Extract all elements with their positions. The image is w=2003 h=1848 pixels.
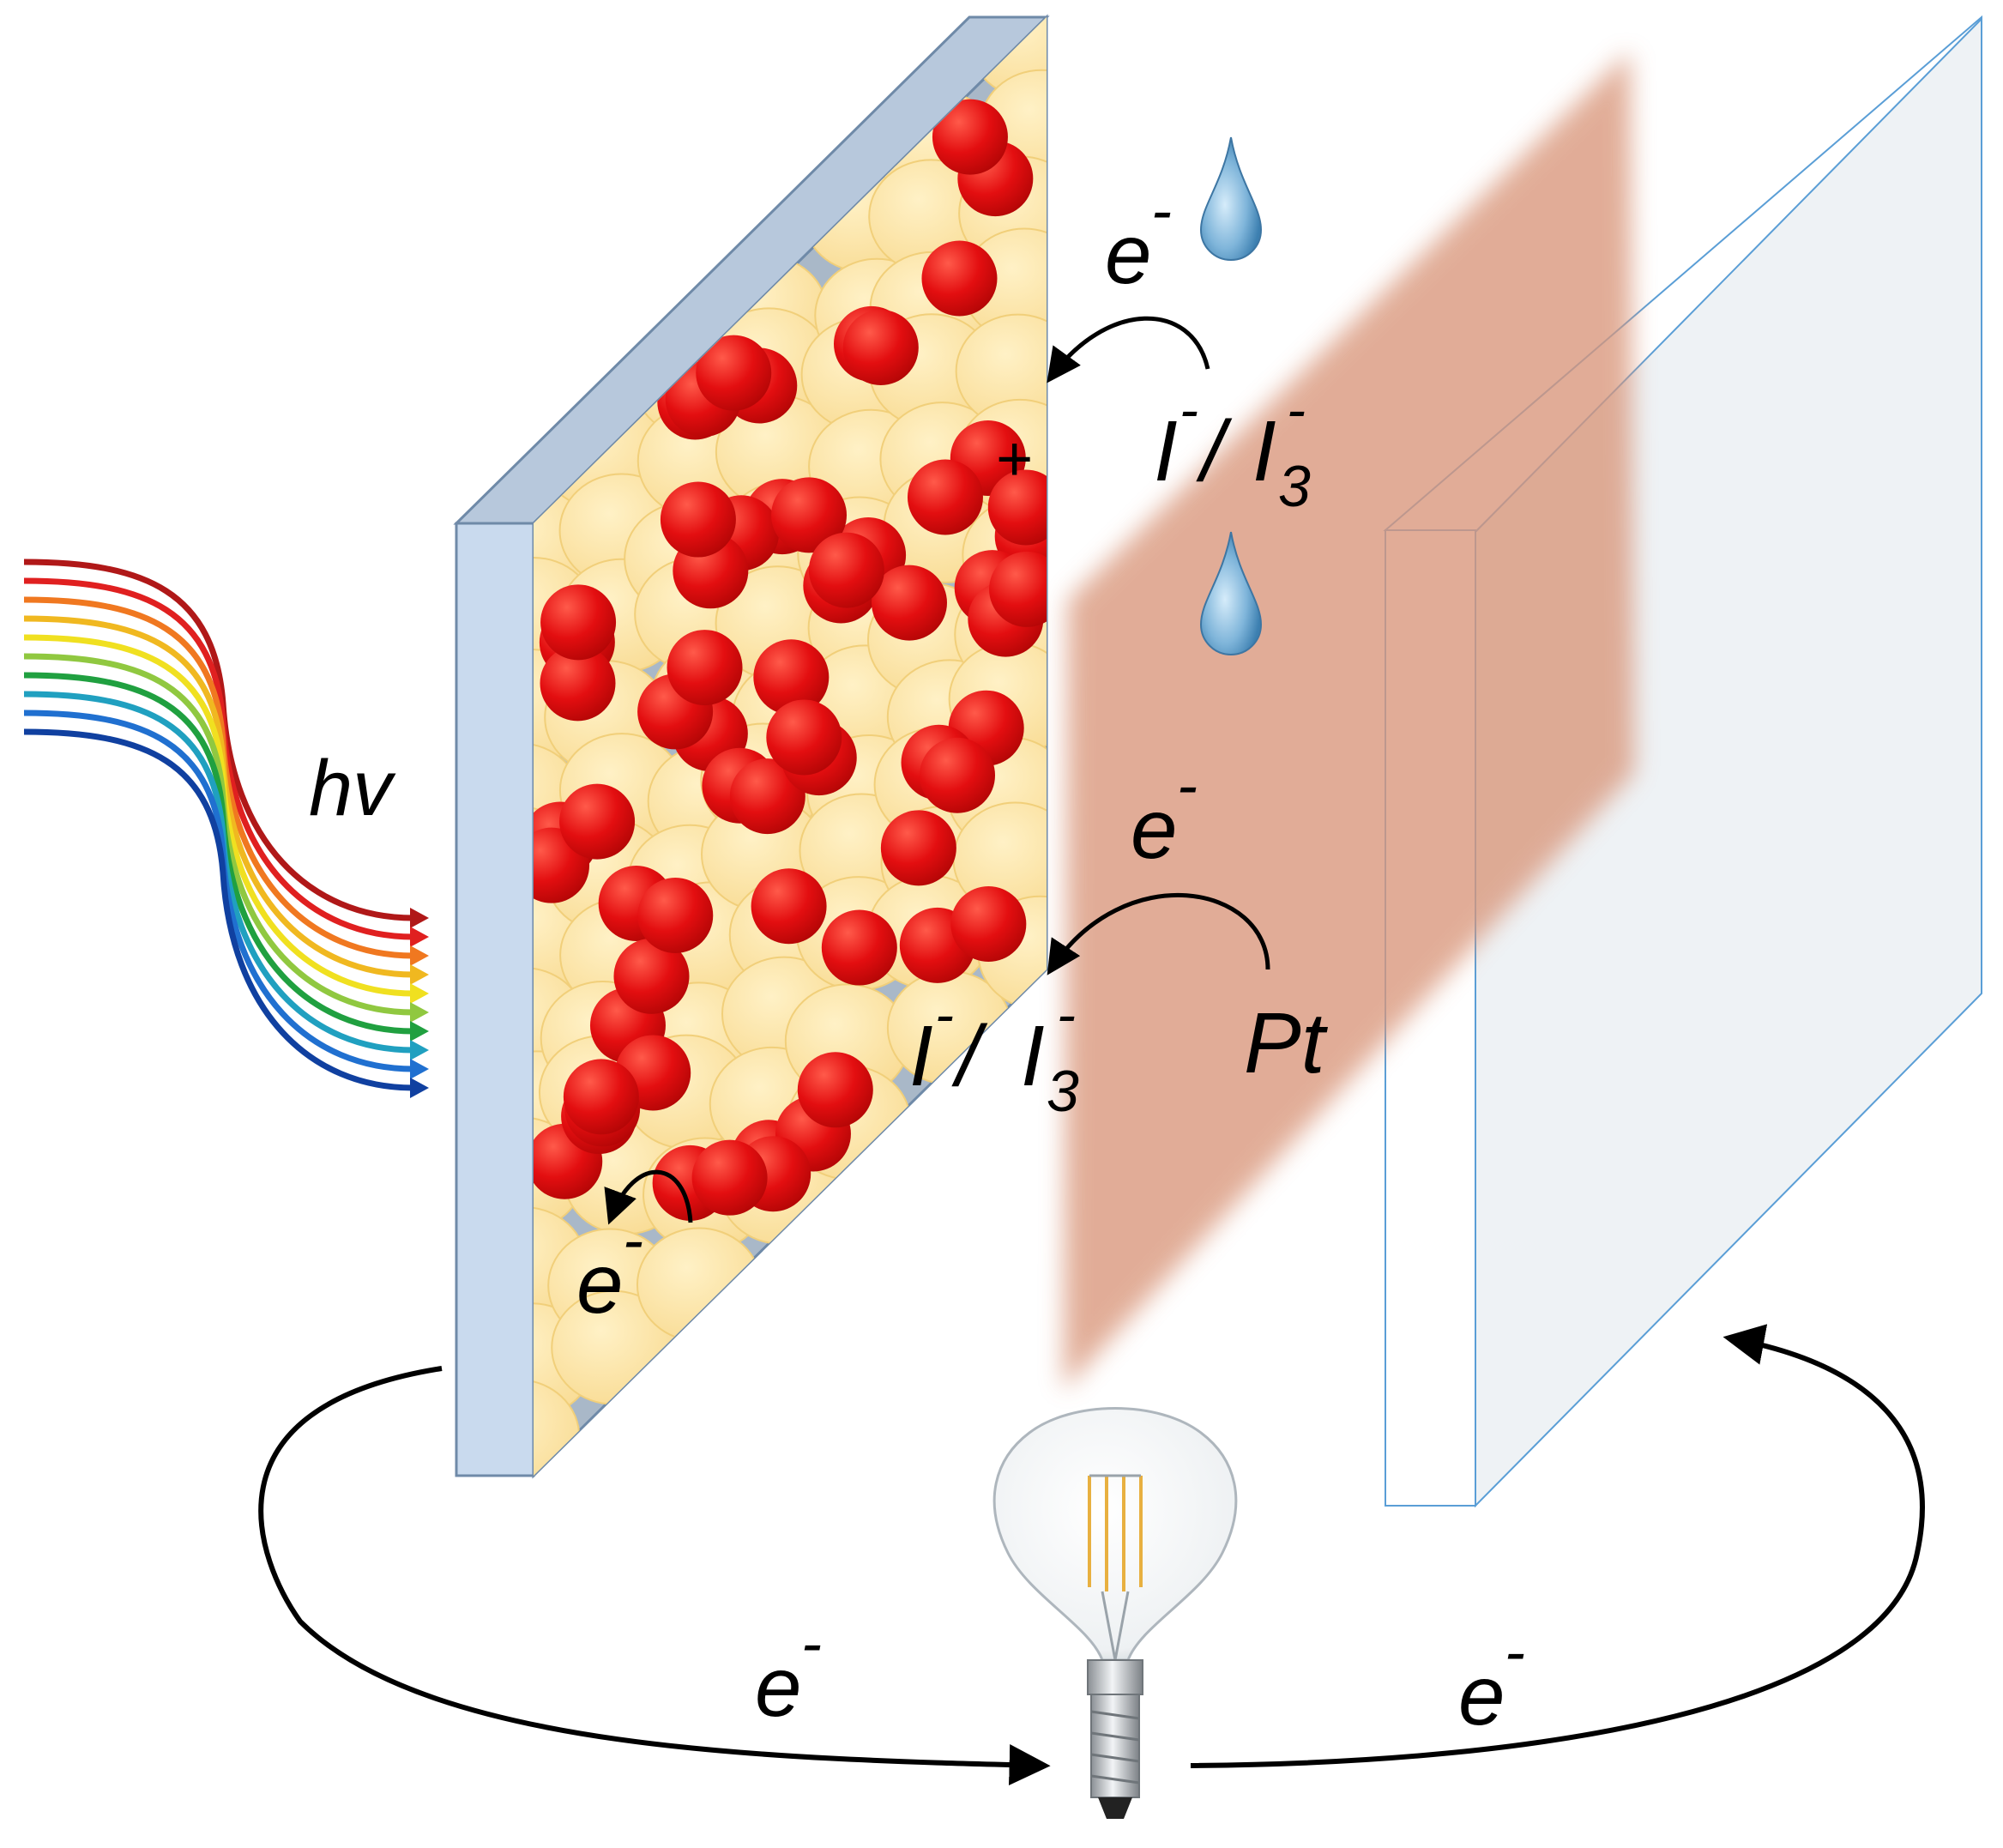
hole-label: +: [995, 423, 1032, 494]
electron-label-mid: e: [1131, 782, 1178, 876]
dye-molecule: [729, 758, 805, 835]
dye-molecule: [987, 469, 1047, 546]
dye-molecule: [691, 1139, 768, 1216]
dye-molecule: [563, 1059, 639, 1135]
light-ray-arrowhead: [410, 1021, 429, 1042]
counter-electrode-label: Pt: [1244, 995, 1329, 1091]
light-ray-arrowhead: [410, 1059, 429, 1079]
dye-molecule: [821, 909, 897, 986]
redox-bottom-subscript: 3: [1047, 1059, 1079, 1124]
dye-molecule: [667, 630, 743, 706]
redox-bottom-i3-minus: -: [1057, 982, 1076, 1046]
light-ray-arrowhead: [410, 945, 429, 966]
dye-molecule: [907, 459, 983, 535]
electron-label-top: e: [1105, 207, 1152, 301]
light-label: hv: [309, 745, 396, 832]
electron-label-dye-minus: -: [623, 1206, 643, 1275]
dye-molecule: [950, 886, 1027, 963]
electrolyte-layer: [1064, 51, 1634, 1390]
dye-molecule: [880, 810, 956, 886]
dye-molecule: [613, 938, 690, 1014]
photoanode-front-edge: [455, 522, 535, 1477]
dye-molecule: [696, 335, 772, 411]
dye-molecule: [920, 737, 996, 813]
light-ray-arrowhead: [410, 1040, 429, 1060]
dye-molecule: [540, 645, 616, 722]
electron-label-mid-minus: -: [1177, 752, 1198, 820]
light-bulb-icon: [992, 1407, 1238, 1819]
dye-molecule: [808, 532, 884, 608]
circuit-wire-left: [258, 1366, 1051, 1786]
light-ray-arrowhead: [410, 983, 429, 1004]
redox-couple-bottom: I - / I 3 -: [909, 982, 1079, 1124]
light-ray-arrowhead: [410, 1078, 429, 1098]
dye-molecule: [932, 99, 1008, 175]
dye-molecule: [660, 481, 736, 558]
light-ray-arrowhead: [410, 1002, 429, 1023]
dye-molecule: [921, 240, 998, 317]
electron-label-circuit-left-minus: -: [801, 1609, 822, 1678]
dye-molecule: [771, 477, 848, 553]
electron-label-top-minus: -: [1151, 177, 1172, 245]
injection-arrow: [604, 1169, 693, 1225]
redox-bottom-i3: I: [1021, 1008, 1045, 1104]
dye-molecule: [753, 639, 830, 716]
electrolyte-drop-icon: [1199, 531, 1263, 655]
electron-label-circuit-left: e: [755, 1640, 802, 1734]
dye-molecule: [751, 868, 827, 945]
dye-molecule: [797, 1052, 873, 1128]
electron-label-circuit-right: e: [1458, 1648, 1505, 1742]
tio2-particle: [636, 1227, 762, 1343]
redox-top-subscript: 3: [1278, 454, 1311, 519]
redox-top-i3-minus: -: [1287, 377, 1306, 441]
redox-top-i3: I: [1252, 403, 1276, 499]
light-ray-arrowhead: [410, 927, 429, 947]
dye-molecule: [842, 309, 919, 385]
dye-molecule: [989, 551, 1047, 627]
redox-bottom-i-minus: -: [935, 982, 954, 1046]
electron-label-circuit-right-minus: -: [1505, 1618, 1525, 1687]
dye-molecule-layer: [534, 99, 1047, 1221]
dye-molecule: [559, 783, 636, 860]
light-ray-arrowhead: [410, 964, 429, 985]
dye-molecule: [871, 565, 947, 641]
dye-molecule: [766, 699, 842, 776]
redox-top-i-minus: -: [1179, 377, 1198, 441]
redox-top-i: I: [1154, 403, 1178, 499]
dye-molecule: [637, 877, 714, 953]
dye-molecule: [540, 584, 617, 661]
redox-bottom-i: I: [909, 1008, 933, 1104]
electron-label-dye: e: [576, 1236, 624, 1331]
circuit-wire-right: [1190, 1324, 1925, 1768]
regeneration-arrow-top: [1047, 316, 1210, 383]
reduction-arrow-mid: [1047, 892, 1270, 975]
light-ray-arrowhead: [410, 908, 429, 928]
electrolyte-drop-icon: [1199, 136, 1263, 261]
light-rays-icon: [23, 559, 429, 1098]
light-ray: [23, 728, 414, 1091]
